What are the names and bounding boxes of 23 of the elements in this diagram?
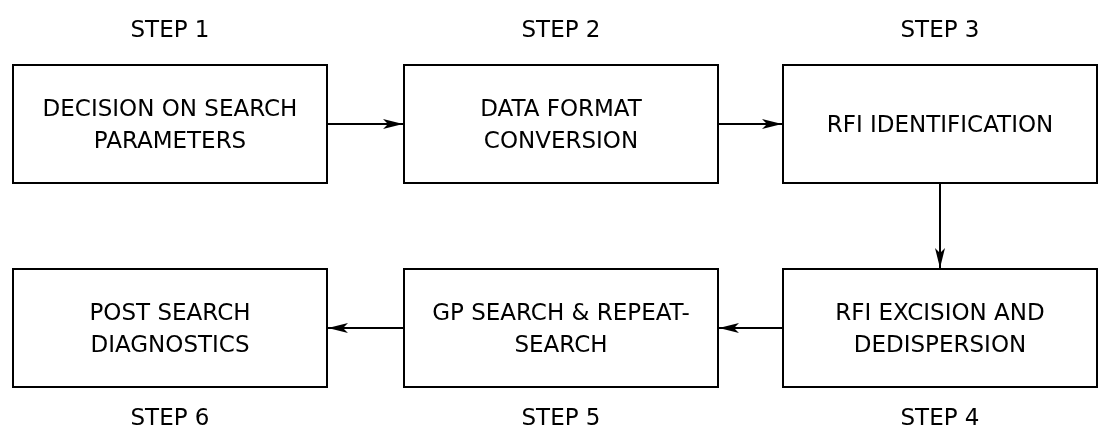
arrow xyxy=(718,119,783,129)
process-box xyxy=(782,268,1098,388)
step-label: STEP 6 xyxy=(129,403,211,432)
box-label: DATA FORMAT CONVERSION xyxy=(479,94,643,155)
box-label: GP SEARCH & REPEAT-SEARCH xyxy=(431,298,691,359)
arrow xyxy=(327,119,404,129)
process-box xyxy=(12,64,328,184)
box-label: POST SEARCH DIAGNOSTICS xyxy=(88,298,252,359)
process-box xyxy=(12,268,328,388)
step-label: STEP 3 xyxy=(899,15,981,44)
step-label: STEP 1 xyxy=(129,15,211,44)
box-label: DECISION ON SEARCH PARAMETERS xyxy=(41,94,299,155)
step-label: STEP 2 xyxy=(520,15,602,44)
step-label: STEP 5 xyxy=(520,403,602,432)
process-box xyxy=(403,64,719,184)
process-box xyxy=(403,268,719,388)
process-box xyxy=(782,64,1098,184)
box-label: RFI EXCISION AND DEDISPERSION xyxy=(834,298,1046,359)
arrow xyxy=(327,323,404,333)
box-label: RFI IDENTIFICATION xyxy=(826,110,1054,139)
arrow xyxy=(935,183,945,269)
arrow xyxy=(718,323,783,333)
step-label: STEP 4 xyxy=(899,403,981,432)
